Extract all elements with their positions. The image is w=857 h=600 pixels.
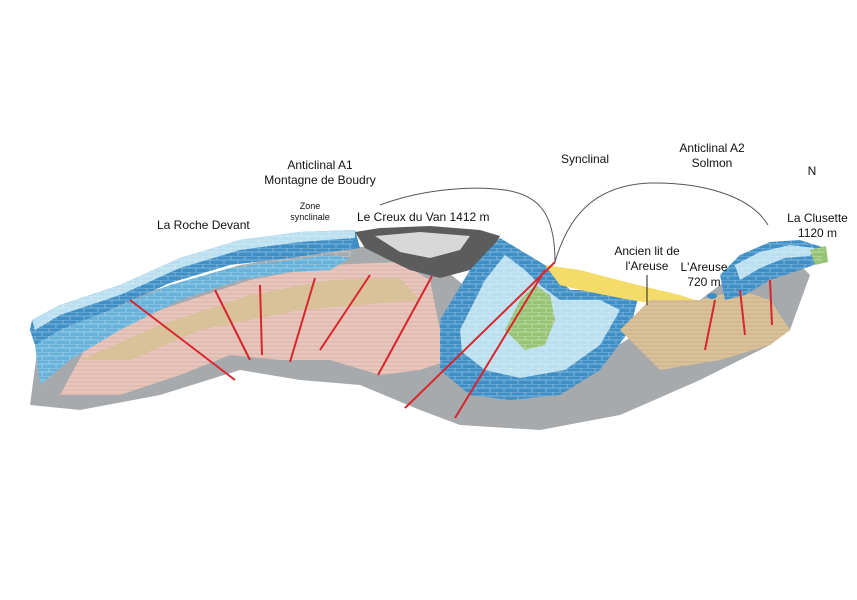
label-ancien-lit-line2: l'Areuse: [625, 259, 669, 273]
fault-2: [214, 289, 251, 361]
label-ancien-lit: Ancien lit de l'Areuse: [602, 244, 692, 274]
label-areuse: L'Areuse 720 m: [676, 260, 732, 290]
fault-10: [739, 289, 746, 336]
fault-8: [454, 269, 546, 419]
limestone-left-texture: [30, 230, 355, 385]
label-anticlinal-a1: Anticlinal A1 Montagne de Boudry: [250, 158, 390, 188]
label-anticlinal-a2-line1: Anticlinal A2: [679, 141, 745, 155]
label-ancien-lit-line1: Ancien lit de: [614, 244, 680, 258]
fault-6: [377, 275, 433, 376]
areuse-river-marker: [707, 293, 717, 299]
label-anticlinal-a2: Anticlinal A2 Solmon: [667, 141, 757, 171]
fault-4: [289, 277, 316, 363]
sandstone-layer-band: [80, 278, 420, 360]
right-tan-texture: [620, 290, 790, 370]
label-anticlinal-a1-line2: Montagne de Boudry: [264, 173, 376, 187]
fault-11: [769, 279, 773, 326]
fault-1: [129, 299, 236, 381]
label-la-roche-devant: La Roche Devant: [157, 218, 250, 233]
label-north-text: N: [807, 164, 817, 178]
label-synclinal: Synclinal: [555, 152, 615, 167]
label-la-roche-devant-text: La Roche Devant: [157, 218, 250, 232]
label-synclinal-text: Synclinal: [560, 152, 610, 166]
label-la-clusette-line1: La Clusette: [787, 211, 848, 225]
label-zone-line1: Zone: [299, 201, 321, 211]
right-texture: [720, 240, 825, 300]
fault-5: [319, 274, 371, 351]
label-la-clusette-line2: 1120 m: [797, 226, 838, 240]
label-zone-line2: synclinale: [290, 212, 330, 222]
label-areuse-line2: 720 m: [687, 275, 721, 289]
label-anticlinal-a1-line1: Anticlinal A1: [287, 158, 353, 172]
fault-lines: [129, 261, 773, 419]
label-areuse-line1: L'Areuse: [680, 260, 728, 274]
label-creux-du-van: Le Creux du Van 1412 m: [357, 210, 490, 225]
label-anticlinal-a2-line2: Solmon: [691, 156, 733, 170]
label-north: N: [805, 164, 819, 179]
restored-surface-arc: [379, 182, 769, 263]
label-zone-synclinale: Zone synclinale: [282, 201, 338, 223]
fault-9: [704, 299, 716, 351]
fault-7: [404, 261, 556, 409]
cliff-highlight: [375, 232, 470, 258]
label-la-clusette: La Clusette 1120 m: [780, 211, 855, 241]
label-creux-du-van-text: Le Creux du Van 1412 m: [357, 210, 490, 224]
fault-3: [259, 284, 263, 356]
